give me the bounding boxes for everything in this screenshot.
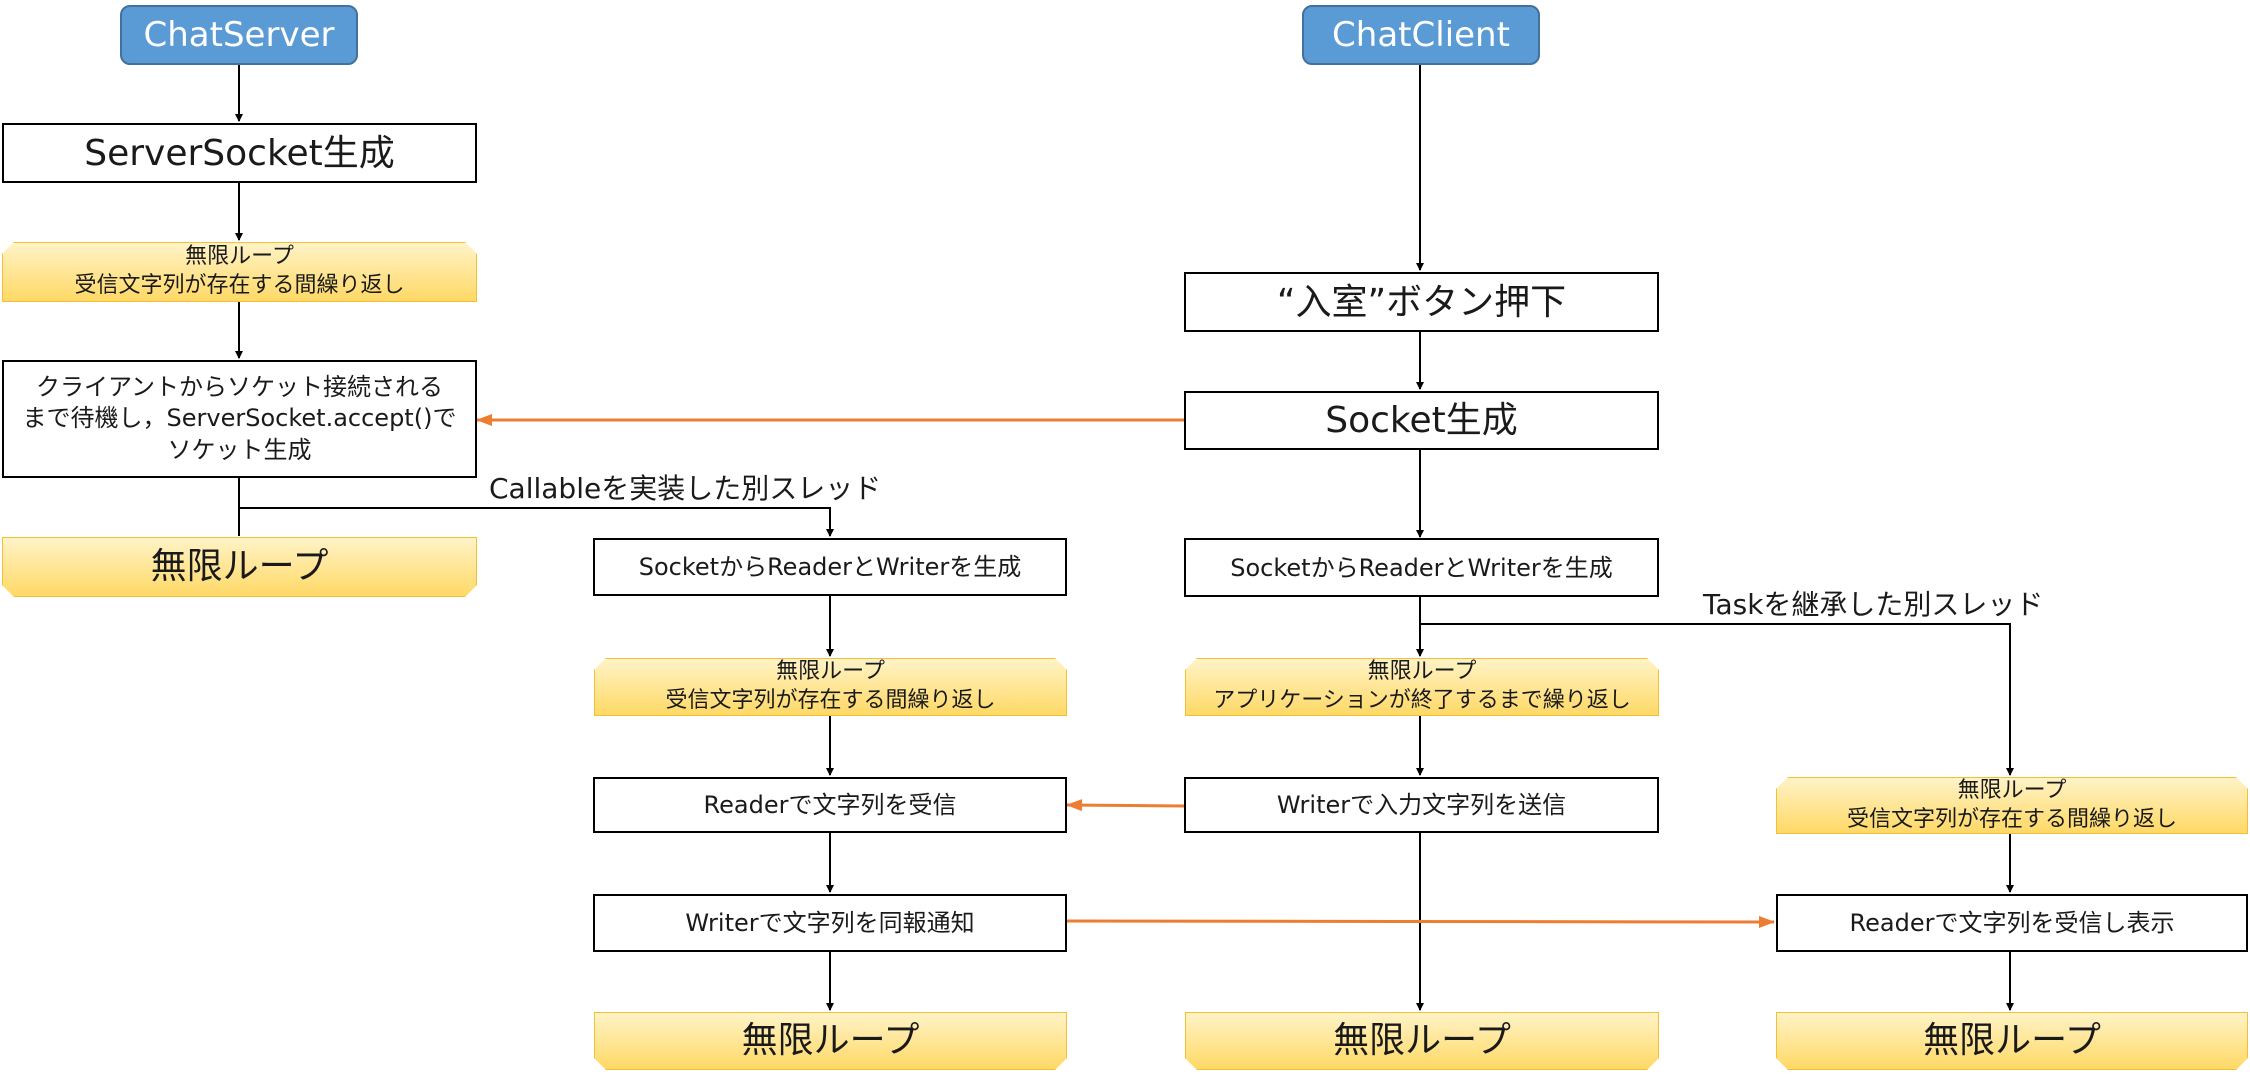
client-thread-loop: 無限ループ 受信文字列が存在する間繰り返し: [1776, 777, 2248, 834]
server-outer-loop: 無限ループ 受信文字列が存在する間繰り返し: [2, 242, 477, 302]
message-arrow-broadcast: [1066, 915, 1775, 928]
arrow-client-thread: [1420, 623, 2014, 776]
client-thread-label: Taskを継承した別スレッド: [1703, 588, 2044, 621]
server-thread-label: Callableを実装した別スレッド: [489, 472, 882, 505]
server-thread-create-streams: SocketからReaderとWriterを生成: [593, 538, 1067, 596]
server-accept: クライアントからソケット接続される まで待機し，ServerSocket.acc…: [2, 360, 477, 478]
client-thread-receive-display: Readerで文字列を受信し表示: [1776, 894, 2248, 952]
server-thread-broadcast: Writerで文字列を同報通知: [593, 894, 1067, 952]
message-arrow-send: [1066, 799, 1185, 812]
client-thread-loop-end: 無限ループ: [1776, 1012, 2248, 1070]
chat-client-title: ChatClient: [1302, 5, 1540, 65]
chat-server-title: ChatServer: [120, 5, 358, 65]
client-enter-button: “入室”ボタン押下: [1184, 272, 1659, 332]
arrow-server-thread: [239, 507, 834, 537]
server-thread-loop-end: 無限ループ: [594, 1012, 1067, 1070]
client-loop-end: 無限ループ: [1185, 1012, 1659, 1070]
client-create-streams: SocketからReaderとWriterを生成: [1184, 538, 1659, 597]
server-outer-loop-end: 無限ループ: [2, 537, 477, 597]
server-thread-receive: Readerで文字列を受信: [593, 777, 1067, 833]
server-thread-loop: 無限ループ 受信文字列が存在する間繰り返し: [594, 658, 1067, 716]
client-loop: 無限ループ アプリケーションが終了するまで繰り返し: [1185, 658, 1659, 716]
client-socket-create: Socket生成: [1184, 391, 1659, 450]
client-send: Writerで入力文字列を送信: [1184, 777, 1659, 833]
server-socket-create: ServerSocket生成: [2, 123, 477, 183]
